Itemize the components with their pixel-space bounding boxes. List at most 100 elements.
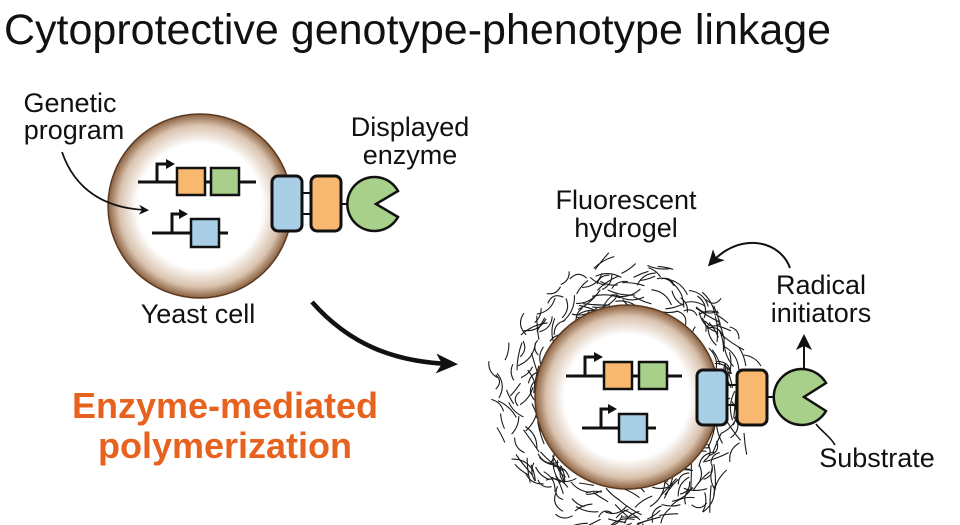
- hydrogel-fiber: [593, 255, 615, 269]
- hydrogel-fiber: [516, 342, 523, 371]
- hydrogel-fiber: [569, 273, 588, 280]
- label-yeast-cell: Yeast cell: [141, 299, 256, 329]
- hydrogel-fiber: [531, 462, 536, 482]
- displayed-enzyme-complex: [270, 174, 400, 233]
- hydrogel-fiber: [523, 429, 540, 453]
- hydrogel-fiber: [594, 252, 610, 270]
- label-radical-line1: Radical: [776, 270, 866, 300]
- blue-gene-block: [617, 412, 649, 444]
- figure-title: Cytoprotective genotype-phenotype linkag…: [4, 6, 831, 54]
- label-hydrogel-line2: hydrogel: [574, 213, 678, 243]
- hydrogel-fiber: [537, 479, 552, 488]
- hydrogel-fiber: [701, 317, 707, 332]
- hydrogel-fiber: [649, 482, 666, 508]
- hydrogel-fiber: [679, 481, 691, 495]
- hydrogel-fiber: [520, 322, 548, 336]
- hydrogel-fiber: [488, 361, 498, 379]
- label-genetic-program-line1: Genetic: [23, 88, 116, 118]
- hydrogel-fiber: [598, 510, 613, 518]
- hydrogel-fiber: [729, 442, 740, 462]
- hydrogel-fiber: [555, 486, 564, 501]
- hydrogel-fiber: [519, 340, 526, 358]
- hydrogel-fiber: [577, 289, 601, 310]
- hydrogel-fiber: [617, 498, 642, 516]
- hydrogel-fiber: [713, 305, 721, 325]
- hydrogel-fiber: [659, 513, 679, 516]
- hydrogel-fiber: [583, 303, 610, 306]
- hydrogel-fiber: [683, 487, 708, 492]
- blue-anchor-protein: [695, 368, 729, 427]
- hydrogel-fiber: [661, 277, 675, 287]
- hydrogel-fiber: [586, 490, 602, 495]
- hydrogel-fiber: [716, 324, 732, 332]
- hydrogel-fiber: [525, 473, 544, 485]
- hydrogel-fiber: [723, 338, 734, 367]
- hydrogel-fiber: [576, 294, 598, 304]
- hydrogel-fiber: [680, 297, 689, 313]
- hydrogel-fiber: [537, 421, 545, 445]
- displayed-enzyme-complex: [695, 367, 828, 427]
- hydrogel-fiber: [520, 366, 534, 379]
- hydrogel-fiber: [523, 318, 547, 332]
- hydrogel-fiber: [677, 472, 690, 485]
- hydrogel-fiber: [695, 307, 720, 323]
- hydrogel-fiber: [647, 264, 672, 270]
- label-displayed-enzyme-line1: Displayed: [351, 112, 470, 142]
- hydrogel-fiber: [534, 308, 542, 324]
- hydrogel-fiber: [533, 365, 540, 394]
- hydrogel-fiber: [535, 466, 550, 480]
- green-gene-block: [209, 166, 241, 197]
- radical-to-hydrogel-arrow: [707, 241, 791, 269]
- hydrogel-fiber: [601, 274, 613, 291]
- label-genetic-program-line2: program: [24, 115, 125, 145]
- gene-construct-1: [138, 159, 256, 197]
- hydrogel-fiber: [574, 503, 593, 512]
- hydrogel-fiber: [611, 280, 628, 290]
- blue-gene-block: [189, 217, 221, 249]
- green-gene-block: [637, 360, 669, 391]
- hydrogel-fiber: [743, 432, 748, 455]
- hydrogel-fiber: [607, 289, 636, 296]
- hydrogel-fiber: [614, 504, 629, 518]
- hydrogel-fiber: [530, 464, 536, 482]
- hydrogel-fiber: [704, 320, 721, 327]
- hydrogel-fiber: [671, 290, 684, 306]
- hydrogel-fiber: [611, 515, 623, 525]
- hydrogel-fiber: [702, 485, 715, 513]
- promoter-arrow-icon: [599, 407, 610, 428]
- hydrogel-fiber: [595, 273, 622, 278]
- hydrogel-fiber: [546, 286, 561, 295]
- hydrogel-fiber: [684, 301, 706, 307]
- hydrogel-fiber: [728, 352, 732, 376]
- hydrogel-fiber: [514, 464, 529, 476]
- hydrogel-fiber: [519, 312, 527, 336]
- coated-yeast-cell: [534, 304, 720, 490]
- hydrogel-fiber: [543, 471, 556, 492]
- hydrogel-fiber: [657, 265, 674, 270]
- hydrogel-fiber: [526, 457, 531, 483]
- hydrogel-fiber: [709, 485, 712, 513]
- hydrogel-fiber: [495, 374, 501, 390]
- orange-gene-block: [175, 166, 207, 197]
- hydrogel-fiber: [652, 479, 679, 490]
- enzyme-pacman-icon: [772, 367, 828, 427]
- hydrogel-fiber: [702, 452, 729, 463]
- hydrogel-fiber: [605, 487, 620, 501]
- hydrogel-fiber: [676, 310, 687, 325]
- genetic-program-pointer-arrow: [61, 151, 149, 215]
- hydrogel-fiber: [592, 296, 617, 308]
- hydrogel-fiber: [710, 467, 715, 489]
- hydrogel-fiber: [496, 427, 506, 443]
- hydrogel-fiber: [697, 295, 707, 319]
- promoter-arrow-icon: [170, 212, 181, 233]
- hydrogel-fiber: [610, 518, 635, 525]
- hydrogel-fiber: [519, 387, 534, 406]
- hydrogel-fiber: [511, 458, 535, 473]
- hydrogel-fiber: [615, 508, 629, 519]
- hydrogel-fiber: [639, 275, 656, 282]
- hydrogel-fiber: [514, 437, 525, 454]
- label-displayed-enzyme-line2: enzyme: [363, 140, 458, 170]
- hydrogel-fiber: [530, 352, 539, 374]
- hydrogel-fiber: [743, 354, 762, 367]
